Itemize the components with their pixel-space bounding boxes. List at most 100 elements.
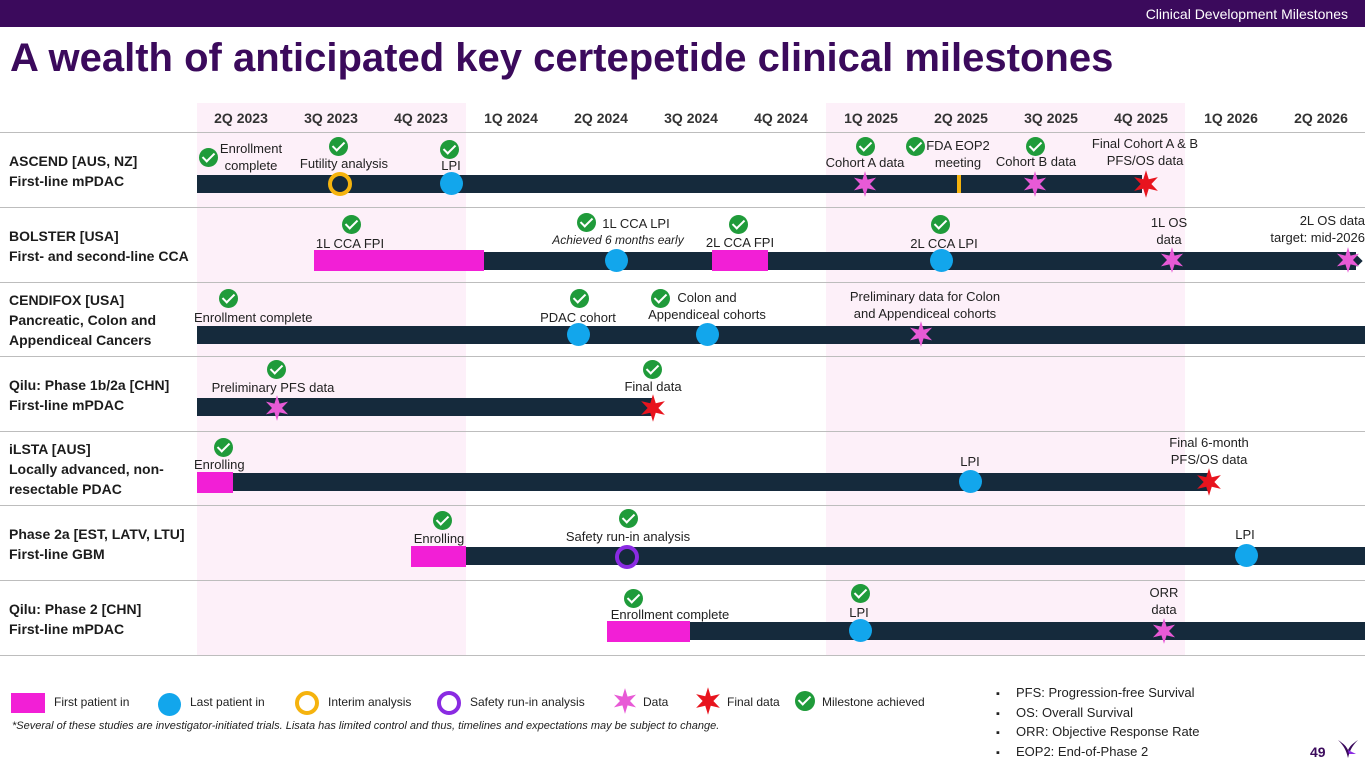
abbreviation-item: OS: Overall Survival bbox=[996, 704, 1200, 724]
abbreviation-item: PFS: Progression-free Survival bbox=[996, 684, 1200, 704]
milestone-label: FDA EOP2 meeting bbox=[926, 138, 990, 170]
quarter-label: 3Q 2024 bbox=[664, 110, 718, 126]
quarter-label: 3Q 2025 bbox=[1024, 110, 1078, 126]
legend-final-data-label: Final data bbox=[727, 695, 780, 709]
milestone-label: Cohort B data bbox=[995, 154, 1077, 169]
milestone-label: LPI bbox=[1235, 527, 1255, 542]
row-divider bbox=[0, 655, 1365, 656]
legend-data-star-icon bbox=[613, 688, 637, 714]
milestone-label: Cohort A data bbox=[825, 155, 905, 170]
check-icon bbox=[1026, 137, 1045, 156]
legend-interim-analysis-icon bbox=[295, 691, 319, 715]
quarter-label: 1Q 2025 bbox=[844, 110, 898, 126]
last-patient-in-marker bbox=[605, 249, 628, 272]
meeting-marker bbox=[957, 175, 961, 193]
milestone-label: Final Cohort A & B PFS/OS data bbox=[1091, 136, 1199, 168]
milestone-label: Final data bbox=[624, 379, 682, 394]
check-icon bbox=[267, 360, 286, 379]
study-label-ilsta: iLSTA [AUS] Locally advanced, non- resec… bbox=[9, 441, 164, 497]
legend-final-data-star-icon bbox=[696, 687, 720, 715]
legend-milestone-achieved-label: Milestone achieved bbox=[822, 695, 925, 709]
quarter-label: 2Q 2026 bbox=[1294, 110, 1348, 126]
milestone-label: 1L OS data bbox=[1150, 215, 1188, 247]
quarter-label: 2Q 2025 bbox=[934, 110, 988, 126]
timeline-bar bbox=[197, 473, 1209, 491]
row-divider bbox=[0, 431, 1365, 432]
milestone-label: LPI bbox=[960, 454, 980, 469]
last-patient-in-marker bbox=[849, 619, 872, 642]
abbreviation-list: PFS: Progression-free Survival OS: Overa… bbox=[996, 684, 1200, 762]
first-patient-in-marker bbox=[712, 250, 768, 271]
milestone-label: 2L OS data target: mid-2026 bbox=[1270, 213, 1365, 245]
abbreviation-item: ORR: Objective Response Rate bbox=[996, 723, 1200, 743]
milestone-label: Enrollment complete bbox=[219, 141, 283, 173]
timeline-bar bbox=[411, 547, 1365, 565]
quarter-label: 3Q 2023 bbox=[304, 110, 358, 126]
page-number: 49 bbox=[1310, 744, 1326, 760]
last-patient-in-marker bbox=[440, 172, 463, 195]
quarter-label: 1Q 2024 bbox=[484, 110, 538, 126]
data-star-icon bbox=[1160, 247, 1184, 273]
check-icon bbox=[214, 438, 233, 457]
study-label-cendifox: CENDIFOX [USA] Pancreatic, Colon and App… bbox=[9, 292, 157, 348]
check-icon bbox=[651, 289, 670, 308]
first-patient-in-marker bbox=[411, 546, 466, 567]
milestone-label: Preliminary data for Colon and Appendice… bbox=[849, 289, 1001, 321]
milestone-label: Colon and Appendiceal cohorts bbox=[648, 290, 766, 322]
check-icon bbox=[433, 511, 452, 530]
last-patient-in-marker bbox=[567, 323, 590, 346]
safety-run-in-marker bbox=[615, 545, 639, 569]
check-icon bbox=[219, 289, 238, 308]
row-divider bbox=[0, 580, 1365, 581]
check-icon bbox=[906, 137, 925, 156]
row-divider bbox=[0, 505, 1365, 506]
legend-first-patient-in-swatch bbox=[11, 693, 45, 713]
footnote: *Several of these studies are investigat… bbox=[12, 720, 720, 732]
data-star-icon bbox=[1336, 247, 1360, 273]
quarter-label: 1Q 2026 bbox=[1204, 110, 1258, 126]
timeline-bar bbox=[197, 175, 1142, 193]
last-patient-in-marker bbox=[959, 470, 982, 493]
quarter-label: 4Q 2024 bbox=[754, 110, 808, 126]
milestone-label: PDAC cohort bbox=[540, 310, 616, 325]
milestone-label: LPI bbox=[441, 158, 461, 173]
milestone-label: 1L CCA LPI bbox=[602, 216, 670, 231]
check-icon bbox=[570, 289, 589, 308]
check-icon bbox=[440, 140, 459, 159]
final-data-star-icon bbox=[1197, 468, 1221, 496]
check-icon bbox=[729, 215, 748, 234]
quarter-label: 2Q 2023 bbox=[214, 110, 268, 126]
check-icon bbox=[856, 137, 875, 156]
page-title: A wealth of anticipated key certepetide … bbox=[10, 36, 1114, 80]
legend-data-label: Data bbox=[643, 695, 669, 709]
milestone-note: Achieved 6 months early bbox=[552, 233, 684, 247]
check-icon bbox=[851, 584, 870, 603]
data-star-icon bbox=[1152, 618, 1176, 644]
header-bar: Clinical Development Milestones bbox=[0, 0, 1365, 27]
check-icon bbox=[199, 148, 218, 167]
milestone-label: Enrolling bbox=[413, 531, 465, 546]
milestone-label: Safety run-in analysis bbox=[565, 529, 691, 544]
check-icon bbox=[577, 213, 596, 232]
check-icon bbox=[329, 137, 348, 156]
study-label-bolster: BOLSTER [USA] First- and second-line CCA bbox=[9, 228, 189, 264]
milestone-label: Enrollment complete bbox=[194, 310, 313, 325]
section-label: Clinical Development Milestones bbox=[1145, 6, 1348, 22]
milestone-label: Futility analysis bbox=[299, 156, 389, 171]
quarter-label: 4Q 2025 bbox=[1114, 110, 1168, 126]
first-patient-in-marker bbox=[197, 472, 233, 493]
check-icon bbox=[624, 589, 643, 608]
row-divider bbox=[0, 356, 1365, 357]
check-icon bbox=[619, 509, 638, 528]
first-patient-in-marker bbox=[607, 621, 690, 642]
row-divider bbox=[0, 207, 1365, 208]
milestone-label: 1L CCA FPI bbox=[315, 236, 385, 251]
legend-safety-run-in-icon bbox=[437, 691, 461, 715]
row-divider bbox=[0, 132, 1365, 133]
check-icon bbox=[643, 360, 662, 379]
milestone-label: 2L CCA LPI bbox=[910, 236, 978, 251]
milestone-label: 2L CCA FPI bbox=[705, 235, 775, 250]
legend-interim-analysis-label: Interim analysis bbox=[328, 695, 412, 709]
data-star-icon bbox=[909, 321, 933, 347]
check-icon bbox=[931, 215, 950, 234]
